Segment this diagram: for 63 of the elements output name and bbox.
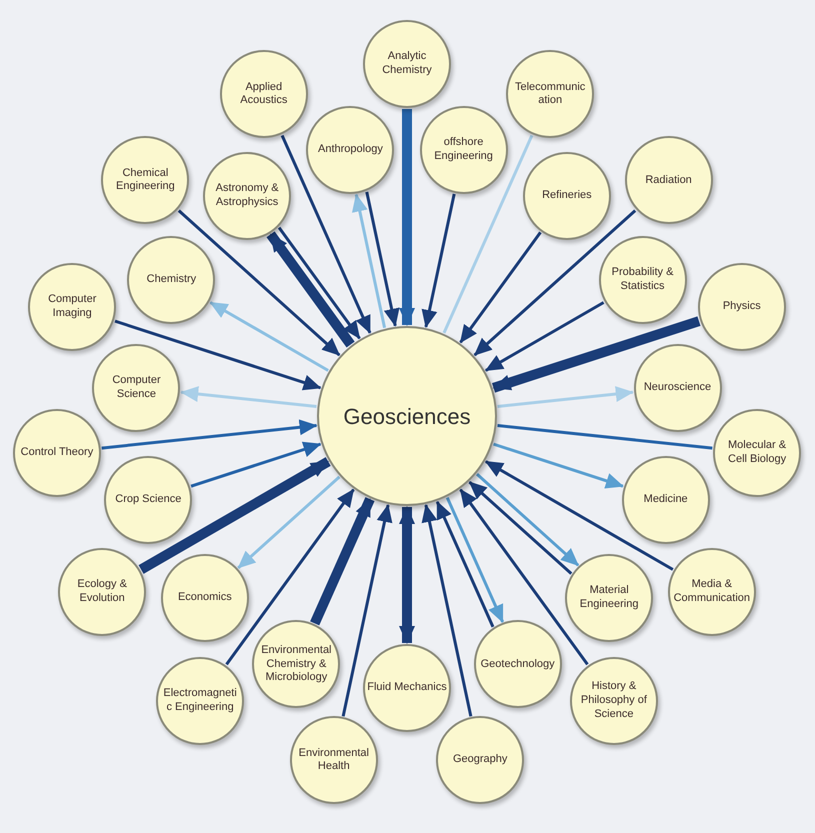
- topic-label: Neuroscience: [642, 380, 712, 394]
- arrow: [190, 442, 322, 488]
- arrow: [492, 316, 701, 393]
- arrow: [178, 209, 340, 356]
- arrow: [180, 386, 317, 408]
- topic-label: Environmental Chemistry & Microbiology: [260, 644, 333, 686]
- arrow: [266, 231, 355, 348]
- arrow: [459, 231, 542, 344]
- arrow: [310, 497, 375, 626]
- arrow: [474, 209, 636, 356]
- arrow: [484, 301, 604, 372]
- arrow: [468, 480, 572, 575]
- arrow: [114, 320, 322, 390]
- arrow: [102, 419, 318, 450]
- center-label: Geosciences: [343, 402, 471, 430]
- topic-label: Chemical Engineering: [115, 166, 176, 194]
- arrow: [422, 194, 456, 328]
- topic-label: Chemistry: [146, 273, 198, 287]
- arrow: [436, 500, 494, 628]
- topic-label: Probability & Statistics: [610, 266, 674, 294]
- arrow: [210, 301, 329, 372]
- topic-label: Medicine: [642, 493, 689, 507]
- topic-label: Radiation: [644, 174, 693, 188]
- arrow: [237, 476, 340, 569]
- topic-label: Control Theory: [20, 446, 94, 460]
- arrow: [342, 504, 392, 717]
- topic-label: offshore Engineering: [433, 136, 494, 164]
- topic-label: Computer Science: [111, 374, 162, 402]
- arrow: [365, 192, 400, 327]
- topic-label: Electromagneti c Engineering: [162, 687, 238, 715]
- topic-label: Refineries: [541, 189, 593, 203]
- arrow: [476, 473, 580, 566]
- arrow: [138, 457, 331, 574]
- topic-label: Analytic Chemistry: [381, 50, 433, 78]
- arrow: [278, 226, 361, 340]
- topic-label: Physics: [722, 300, 762, 314]
- topic-label: Ecology & Evolution: [76, 578, 128, 606]
- topic-label: Astronomy & Astrophysics: [214, 182, 280, 210]
- arrow: [484, 460, 674, 571]
- topic-label: Media & Communication: [672, 578, 752, 606]
- topic-label: Molecular & Cell Biology: [727, 439, 788, 467]
- arrow: [399, 506, 415, 644]
- topic-label: Economics: [176, 591, 233, 605]
- arrow: [399, 109, 415, 326]
- topic-label: Geotechnology: [480, 658, 556, 672]
- topic-label: Computer Imaging: [47, 293, 98, 321]
- topic-label: Crop Science: [114, 493, 182, 507]
- arrow: [352, 194, 386, 328]
- arrow: [459, 488, 589, 666]
- topic-label: Geography: [452, 753, 508, 768]
- arrow: [493, 442, 624, 488]
- topic-label: Anthropology: [317, 143, 384, 157]
- topic-label: Environmental Health: [298, 746, 370, 774]
- arrow: [446, 497, 504, 623]
- topic-label: Applied Acoustics: [239, 80, 288, 108]
- topic-label: Fluid Mechanics: [367, 681, 447, 695]
- topic-label: History & Philosophy of Science: [580, 680, 648, 722]
- arrow: [280, 134, 372, 334]
- arrow: [497, 386, 634, 408]
- arrow: [225, 488, 355, 666]
- topic-label: Material Engineering: [578, 584, 640, 612]
- topic-label: Telecommunic ation: [514, 80, 586, 108]
- arrow: [422, 504, 472, 717]
